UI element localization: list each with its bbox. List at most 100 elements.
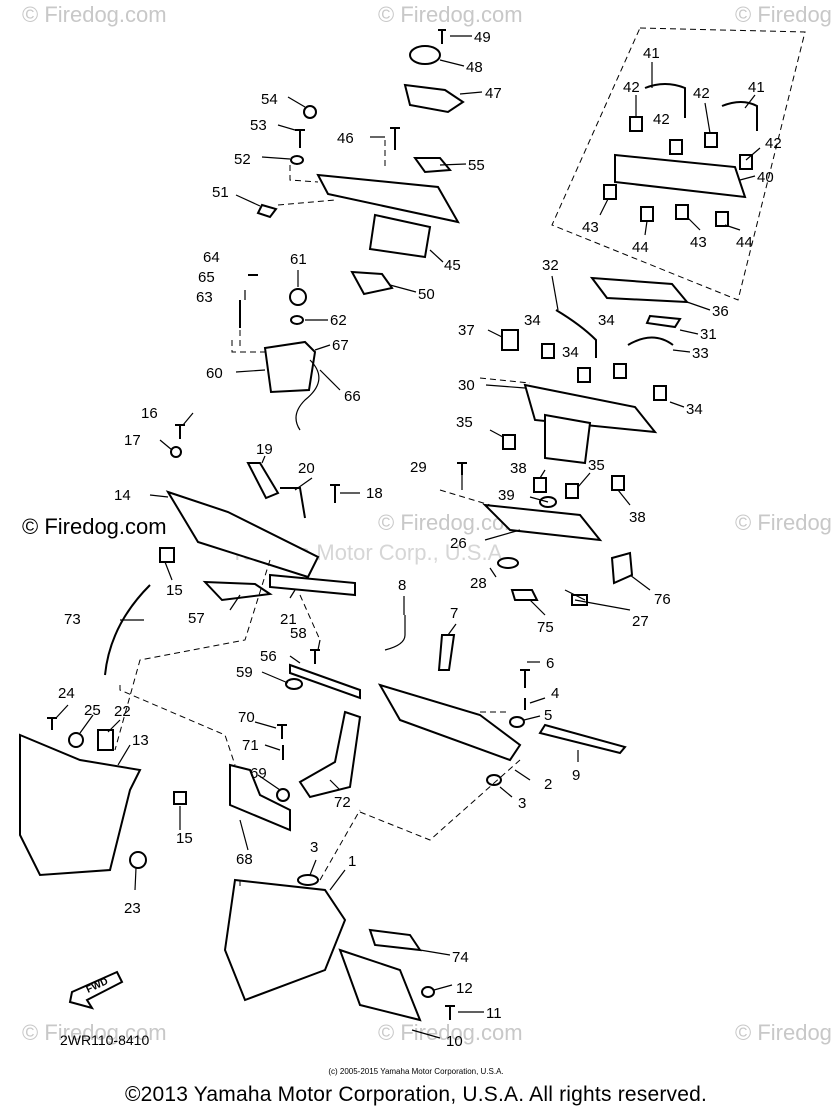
callout-74: 74 xyxy=(452,949,469,966)
callout-35-b: 35 xyxy=(588,457,605,474)
callout-38-b: 38 xyxy=(629,509,646,526)
callout-31: 31 xyxy=(700,326,717,343)
callout-5: 5 xyxy=(544,707,552,724)
callout-20: 20 xyxy=(298,460,315,477)
callout-11: 11 xyxy=(486,1005,502,1022)
leader-lines xyxy=(55,35,761,1039)
callout-34-b: 34 xyxy=(562,344,579,361)
callout-45: 45 xyxy=(444,257,461,274)
part-23-grommet xyxy=(129,851,147,869)
part-14-bracket xyxy=(165,490,320,579)
part-17-washer xyxy=(170,446,182,458)
callout-42-d: 42 xyxy=(765,135,782,152)
callout-34-a: 34 xyxy=(524,312,541,329)
callout-43-a: 43 xyxy=(582,219,599,236)
callout-49: 49 xyxy=(474,29,491,46)
part-1-cowling xyxy=(223,878,347,1002)
callout-55: 55 xyxy=(468,157,485,174)
callout-64: 64 xyxy=(203,249,220,266)
part-57-plate xyxy=(202,580,273,602)
watermark-mid-right: © Firedog.com xyxy=(735,510,832,535)
part-41-handle-right xyxy=(721,101,758,131)
callout-40: 40 xyxy=(757,169,774,186)
part-18-bolt xyxy=(330,484,340,503)
callout-2: 2 xyxy=(544,776,552,793)
callout-65: 65 xyxy=(198,269,215,286)
callout-4: 4 xyxy=(551,685,559,702)
part-33-handle xyxy=(627,336,674,346)
callout-12: 12 xyxy=(456,980,473,997)
callout-70: 70 xyxy=(238,709,255,726)
watermarks: © Firedog.com © Firedog.com © Firedog.co… xyxy=(22,2,832,1045)
handle-assembly-box xyxy=(551,27,806,301)
callout-28: 28 xyxy=(470,575,487,592)
callout-14: 14 xyxy=(114,487,131,504)
part-9-stay xyxy=(538,723,627,755)
part-73-cover xyxy=(104,584,151,676)
part-19-pad xyxy=(246,462,280,500)
part-75-bracket xyxy=(510,589,539,601)
part-54-cap xyxy=(303,105,317,119)
callout-41-right: 41 xyxy=(748,79,765,96)
part-30-body xyxy=(544,413,592,465)
part-44-collar-b xyxy=(715,211,729,227)
callout-35-a: 35 xyxy=(456,414,473,431)
callout-53: 53 xyxy=(250,117,267,134)
callout-66: 66 xyxy=(344,388,361,405)
callout-9: 9 xyxy=(572,767,580,784)
callout-42-a: 42 xyxy=(623,79,640,96)
part-34-grommet-c xyxy=(613,363,627,379)
part-34-grommet-b xyxy=(577,367,591,383)
small-copyright: (c) 2005-2015 Yamaha Motor Corporation, … xyxy=(328,1067,504,1076)
part-56-strip xyxy=(289,663,361,700)
part-12-washer xyxy=(421,986,435,998)
part-26-plate xyxy=(482,503,603,542)
callout-54: 54 xyxy=(261,91,278,108)
callout-33: 33 xyxy=(692,345,709,362)
callout-72: 72 xyxy=(334,794,351,811)
callout-69: 69 xyxy=(250,765,267,782)
callout-3-a: 3 xyxy=(518,795,526,812)
part-2-bracket xyxy=(377,683,522,762)
part-52-washer xyxy=(290,155,304,165)
part-38-collar-b xyxy=(611,475,625,491)
part-29-bolt xyxy=(457,462,467,475)
watermark-bottom-left: © Firedog.com xyxy=(22,1020,167,1045)
part-22-clip xyxy=(97,729,114,751)
part-42-grommet-d xyxy=(739,154,753,170)
part-42-grommet-c xyxy=(704,132,718,148)
part-24-bolt xyxy=(47,717,57,730)
callout-15-a: 15 xyxy=(166,582,183,599)
part-44-collar-a xyxy=(640,206,654,222)
part-42-grommet-a xyxy=(629,116,643,132)
fwd-arrow-icon xyxy=(68,970,124,1010)
watermark-bottom-center: © Firedog.com xyxy=(378,1020,523,1045)
part-32-handle xyxy=(555,309,597,358)
part-16-bolt xyxy=(175,424,185,439)
part-7-pad xyxy=(437,634,456,671)
callout-47: 47 xyxy=(485,85,502,102)
part-41-handle-left xyxy=(644,83,686,118)
part-3-collar-a xyxy=(486,774,502,786)
callout-25: 25 xyxy=(84,702,101,719)
callout-42-c: 42 xyxy=(693,85,710,102)
callout-59: 59 xyxy=(236,664,253,681)
part-47-bracket xyxy=(403,83,465,114)
watermark-top-left: © Firedog.com xyxy=(22,2,167,27)
callout-67: 67 xyxy=(332,337,349,354)
part-35-bush-b xyxy=(565,483,579,499)
callout-32: 32 xyxy=(542,257,559,274)
callout-29: 29 xyxy=(410,459,427,476)
callout-24: 24 xyxy=(58,685,75,702)
callout-27: 27 xyxy=(632,613,649,630)
callout-44-a: 44 xyxy=(632,239,649,256)
part-50-bracket xyxy=(350,270,394,296)
callout-71: 71 xyxy=(242,737,259,754)
part-72-stay xyxy=(298,710,362,799)
part-53-bolt xyxy=(295,129,305,148)
callout-48: 48 xyxy=(466,59,483,76)
part-60-reservoir xyxy=(263,340,317,394)
callout-34-d: 34 xyxy=(686,401,703,418)
part-13-cover xyxy=(19,733,142,877)
